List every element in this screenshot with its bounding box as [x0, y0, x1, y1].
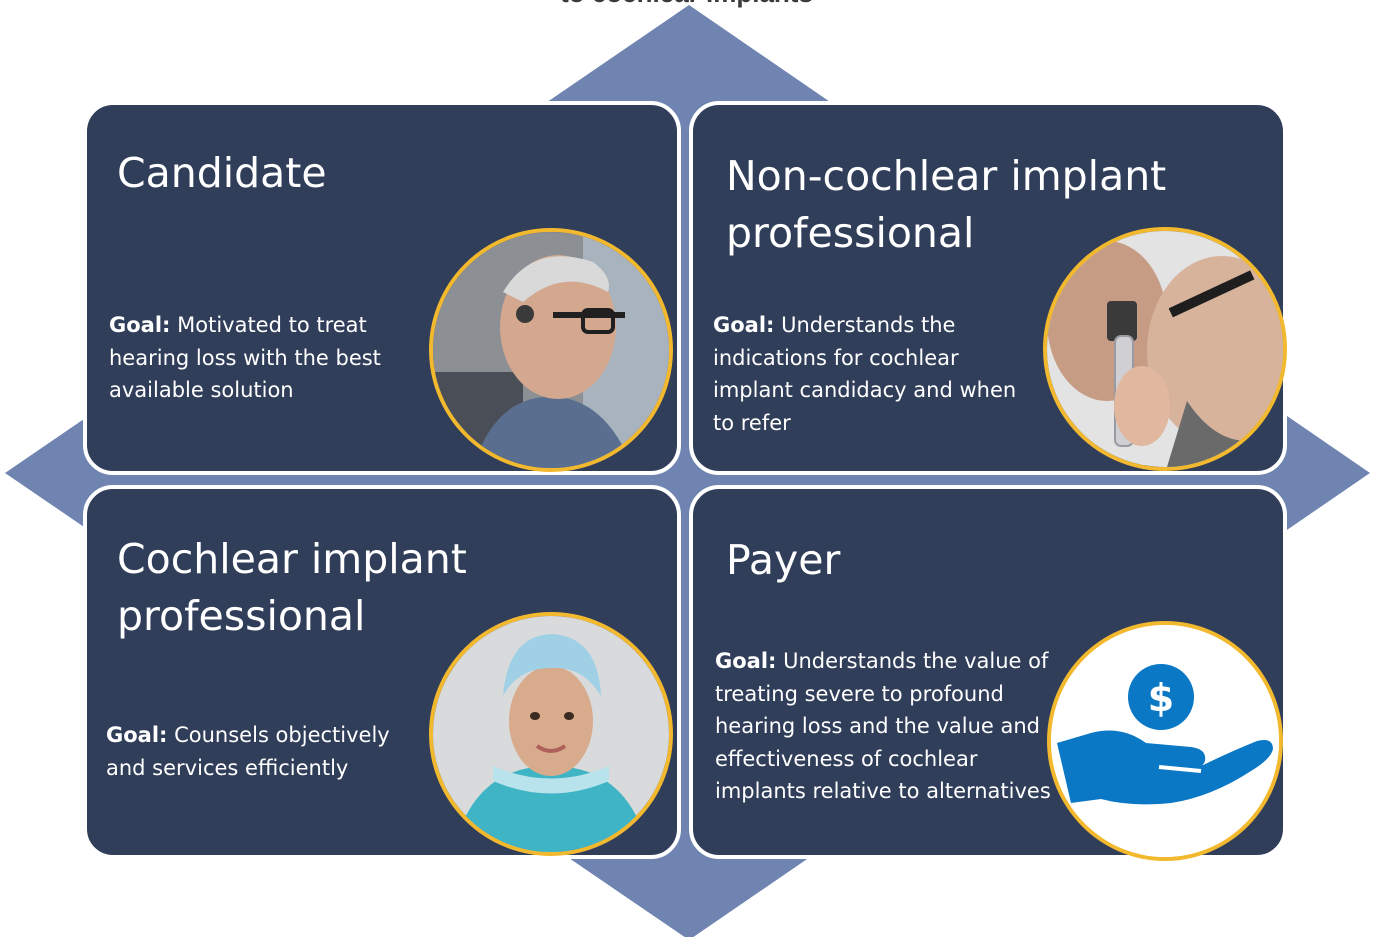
goal-label: Goal: [713, 313, 775, 337]
card-payer: Payer Goal: Understands the value of tre… [689, 485, 1287, 861]
svg-text:$: $ [1148, 676, 1174, 720]
hand-dollar-icon: $ [1047, 621, 1283, 861]
card-goal: Goal: Motivated to treat hearing loss wi… [109, 309, 409, 407]
card-non-ci-professional: Non-cochlear implant professional Goal: … [689, 101, 1287, 475]
goal-text: Understands the indications for cochlear… [713, 313, 1017, 435]
goal-label: Goal: [715, 649, 777, 673]
diagram-title: to cochlear implants [0, 0, 1373, 9]
card-title: Candidate [117, 149, 327, 197]
card-title: Cochlear implant professional [117, 535, 467, 640]
goal-text: Understands the value of treating severe… [715, 649, 1051, 803]
goal-label: Goal: [109, 313, 171, 337]
card-title: Non-cochlear implant professional [726, 152, 1167, 257]
card-goal: Goal: Understands the value of treating … [715, 645, 1055, 808]
goal-label: Goal: [106, 723, 168, 747]
card-goal: Goal: Counsels objectively and services … [106, 719, 396, 784]
card-goal: Goal: Understands the indications for co… [713, 309, 1033, 439]
elderly-man-photo [429, 228, 673, 472]
card-ci-professional: Cochlear implant professional Goal: Coun… [83, 485, 681, 859]
card-candidate: Candidate Goal: Motivated to treat heari… [83, 101, 681, 475]
goal-text: Counsels objectively and services effici… [106, 723, 390, 780]
goal-text: Motivated to treat hearing loss with the… [109, 313, 381, 402]
card-title: Payer [726, 536, 841, 584]
surgeon-photo [429, 612, 673, 856]
doctor-otoscope-photo [1043, 227, 1287, 471]
